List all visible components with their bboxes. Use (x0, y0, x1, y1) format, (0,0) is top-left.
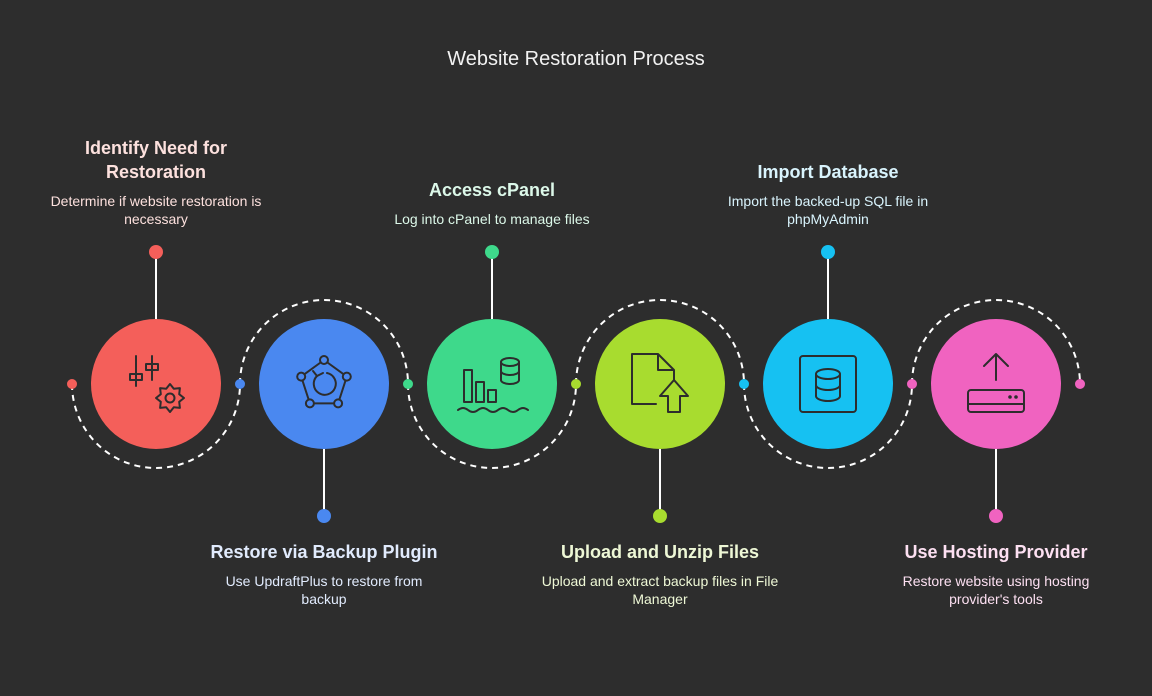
step-endpoint-dot (317, 509, 331, 523)
connector-arc (71, 383, 241, 469)
step-title: Access cPanel (428, 180, 556, 200)
step-endpoint-dot (485, 245, 499, 259)
connector-arc (911, 299, 1081, 385)
pentagon-refresh-icon (296, 355, 352, 409)
step-title: Identify Need for Restoration (84, 138, 227, 182)
step-description: Log into cPanel to manage files (394, 211, 590, 227)
connector-arc (407, 383, 577, 469)
step-endpoint-dot (149, 245, 163, 259)
step-circle (259, 319, 389, 449)
junction-dot (571, 379, 581, 389)
connector-arc (239, 299, 409, 385)
step-title: Restore via Backup Plugin (210, 542, 438, 562)
junction-dot (235, 379, 245, 389)
step-circle (427, 319, 557, 449)
junction-dot (403, 379, 413, 389)
step-circle (595, 319, 725, 449)
step-description: Upload and extract backup files in File … (541, 573, 779, 607)
step-circle (763, 319, 893, 449)
junction-dot (1075, 379, 1085, 389)
step-title: Upload and Unzip Files (560, 542, 759, 562)
sliders-gear-icon (129, 355, 185, 413)
connector-arc (575, 299, 745, 385)
junction-dot (907, 379, 917, 389)
step-endpoint-dot (821, 245, 835, 259)
connector-arc (743, 383, 913, 469)
step-circle (931, 319, 1061, 449)
step-endpoint-dot (653, 509, 667, 523)
junction-dot (739, 379, 749, 389)
diagram-title: Website Restoration Process (447, 48, 705, 70)
step-description: Determine if website restoration is nece… (50, 193, 262, 227)
server-upload-icon (967, 353, 1025, 413)
step-title: Import Database (757, 162, 899, 182)
step-description: Import the backed-up SQL file in phpMyAd… (727, 193, 929, 227)
step-endpoint-dot (989, 509, 1003, 523)
junction-dot (67, 379, 77, 389)
database-icon (799, 355, 857, 413)
bar-chart-database-icon (457, 357, 529, 413)
file-upload-icon (631, 353, 689, 413)
step-description: Restore website using hosting provider's… (902, 573, 1090, 607)
step-title: Use Hosting Provider (904, 542, 1088, 562)
step-description: Use UpdraftPlus to restore from backup (225, 573, 423, 607)
step-circle (91, 319, 221, 449)
